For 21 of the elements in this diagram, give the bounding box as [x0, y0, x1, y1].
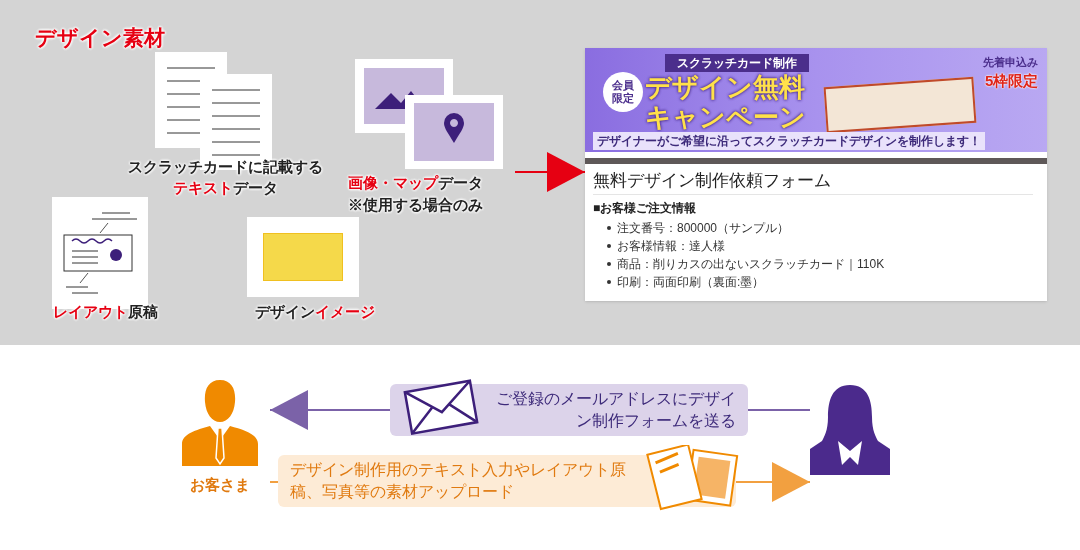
- material-label: 画像・マップデータ: [346, 173, 484, 193]
- material-label: デザインイメージ: [254, 302, 376, 322]
- form-section-heading: ■お客様ご注文情報: [593, 200, 697, 217]
- form-title: 無料デザイン制作依頼フォーム: [593, 170, 831, 192]
- material-label: レイアウト原稿: [51, 302, 159, 322]
- material-label: スクラッチカードに記載するテキストデータ: [126, 157, 324, 198]
- actor-label: お客さま: [189, 475, 251, 495]
- banner-note: 先着申込み: [983, 55, 1038, 70]
- form-list-item: 注文番号：800000（サンプル）: [617, 220, 790, 236]
- web-page-screenshot: [585, 48, 1047, 301]
- arrow: [514, 152, 586, 192]
- section-heading: デザイン素材: [35, 25, 165, 51]
- banner-limit: 5枠限定: [985, 71, 1039, 91]
- form-list-item: 商品：削りカスの出ないスクラッチカード｜110K: [617, 256, 885, 272]
- banner-ribbon: スクラッチカード制作: [665, 54, 809, 72]
- banner-headline: デザイン無料キャンペーン: [643, 72, 807, 132]
- banner-tagline: デザイナーがご希望に沿ってスクラッチカードデザインを制作します！: [593, 132, 985, 150]
- member-badge: 会員限定: [603, 72, 643, 112]
- form-list-item: 印刷：両面印刷（裏面:墨）: [617, 274, 765, 290]
- note-text: ※使用する場合のみ: [346, 195, 484, 215]
- form-list-item: お客様情報：達人様: [617, 238, 725, 254]
